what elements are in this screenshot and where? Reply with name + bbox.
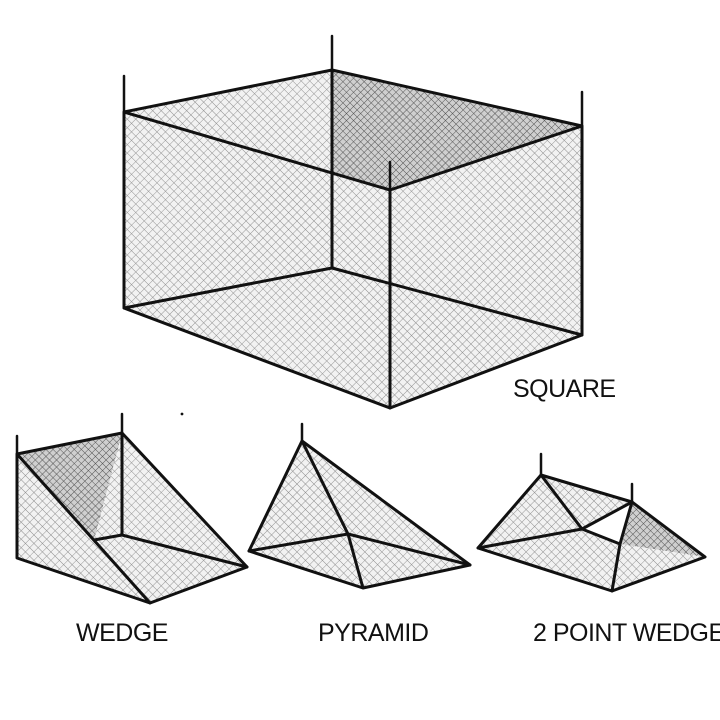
wedge-cage-floor-edge [92,533,249,569]
two-point-wedge-cage-ridge [618,500,634,546]
stray-dot [180,412,184,416]
pyramid-cage-base-edge [247,532,472,567]
two-point-wedge-cage-top-face [541,475,632,529]
square-cage-right-wall [390,126,582,408]
two-point-wedge-cage-inner-edge [476,527,622,593]
wedge-cage-floor [17,535,247,603]
square-cage-floor-back-edge [122,266,584,337]
pyramid-label: PYRAMID [318,619,428,647]
wedge-cage: WEDGE [15,412,249,647]
wedge-cage-back-wall [17,433,122,540]
two-point-wedge-cage-right-face [620,502,705,557]
pyramid-cage-left-face [249,441,348,551]
two-point-wedge-cage-frame [476,473,707,593]
pyramid-cage: PYRAMID [247,422,472,647]
square-cage-front-wall [124,112,390,408]
wedge-label: WEDGE [76,619,168,647]
two-point-wedge-cage: 2 POINT WEDGE [476,452,720,647]
wedge-cage-left-wall [17,454,94,558]
square-cage: SQUARE [122,34,616,410]
pyramid-cage-front-face [249,534,470,588]
two-point-wedge-cage-left-face [478,475,582,548]
square-label: SQUARE [513,375,616,403]
two-point-wedge-label: 2 POINT WEDGE [533,619,720,647]
two-point-wedge-cage-front-face [478,529,705,591]
